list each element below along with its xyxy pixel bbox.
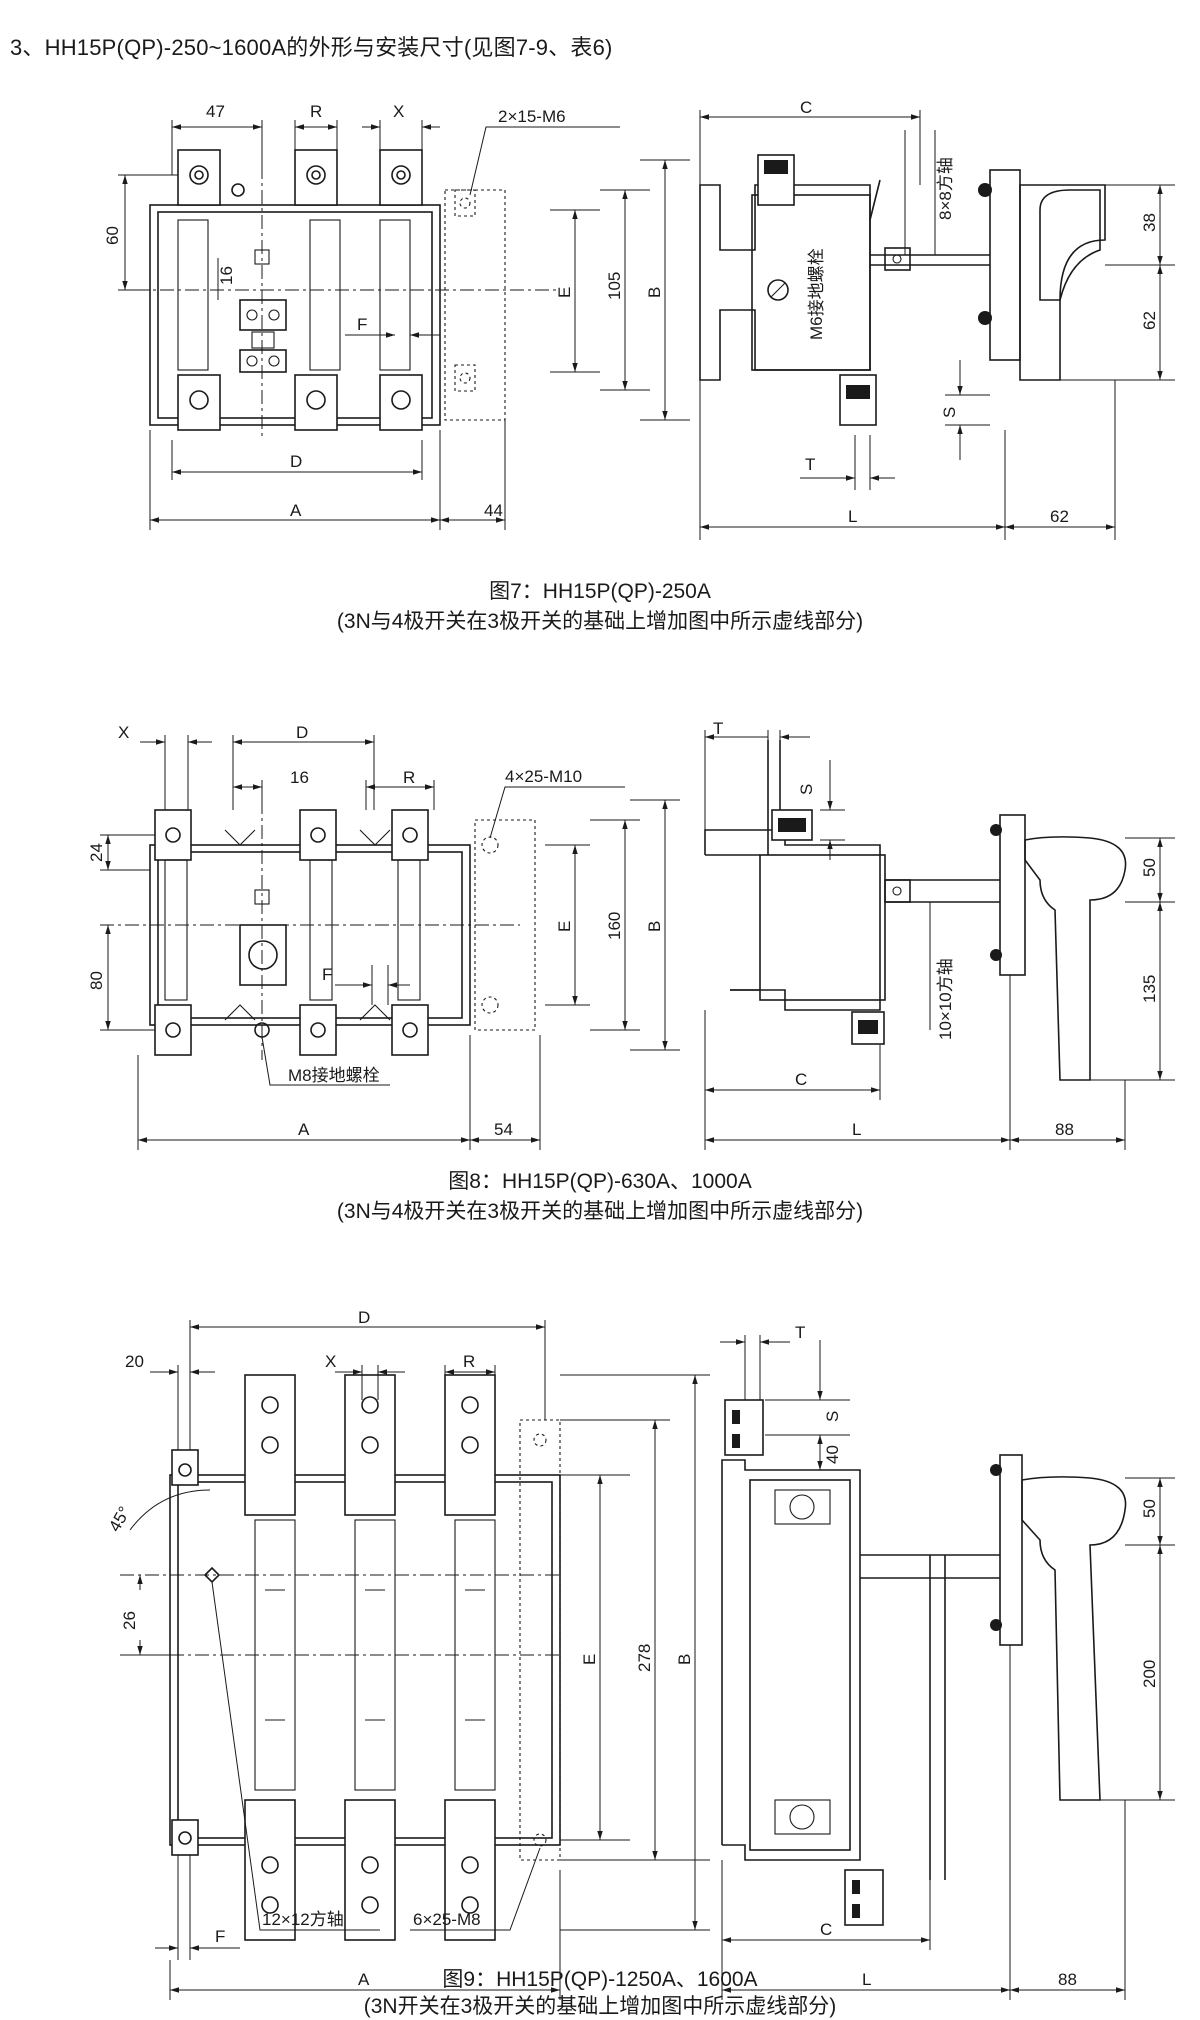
- dim-A: A: [298, 1120, 310, 1139]
- figure-7-note: (3N与4极开关在3极开关的基础上增加图中所示虚线部分): [337, 610, 863, 633]
- dim-F: F: [322, 965, 332, 984]
- dim-C: C: [820, 1920, 832, 1939]
- fig8-front-view: [100, 735, 680, 1150]
- dim-54: 54: [494, 1120, 513, 1139]
- dim-62: 62: [1140, 311, 1159, 330]
- dim-T: T: [805, 455, 815, 474]
- figure-7-caption: 图7：HH15P(QP)-250A: [489, 580, 711, 603]
- shaft-size: 10×10方轴: [936, 958, 955, 1040]
- ground-bolt: M6接地螺栓: [807, 248, 826, 340]
- dim-E: E: [555, 921, 574, 932]
- figure-8-caption: 图8：HH15P(QP)-630A、1000A: [448, 1170, 751, 1193]
- dim-50: 50: [1140, 1499, 1159, 1518]
- dim-C: C: [795, 1070, 807, 1089]
- dim-R: R: [310, 102, 322, 121]
- dim-26: 26: [120, 1611, 139, 1630]
- figure-8-note: (3N与4极开关在3极开关的基础上增加图中所示虚线部分): [337, 1200, 863, 1223]
- dim-20: 20: [125, 1352, 144, 1371]
- dim-50: 50: [1140, 858, 1159, 877]
- dim-D: D: [290, 452, 302, 471]
- fig9-front-view: [120, 1320, 710, 2000]
- fig7-front-labels: 47 R X 2×15-M6 60 16 E 105 B F D A 44: [103, 102, 664, 520]
- dim-A: A: [358, 1970, 370, 1989]
- fig9-front-labels: D 20 X R 45° E 278 B 26 F 12×12方轴 6×25-M…: [105, 1308, 694, 1989]
- dim-47: 47: [206, 102, 225, 121]
- figure-9-note: (3N开关在3极开关的基础上增加图中所示虚线部分): [363, 1995, 837, 2018]
- dim-60: 60: [103, 226, 122, 245]
- dim-L: L: [848, 507, 857, 526]
- dim-A: A: [290, 501, 302, 520]
- dim-S: S: [940, 407, 959, 418]
- dim-200: 200: [1140, 1660, 1159, 1688]
- dim-B: B: [645, 921, 664, 932]
- dim-R: R: [403, 768, 415, 787]
- dim-16: 16: [290, 768, 309, 787]
- fig8-front-labels: X D 16 R 4×25-M10 24 E 160 B 80 F M8接地螺栓…: [87, 723, 664, 1139]
- dim-T: T: [713, 719, 723, 738]
- dim-B: B: [675, 1654, 694, 1665]
- dim-B: B: [645, 287, 664, 298]
- dim-44: 44: [484, 501, 503, 520]
- dim-D: D: [358, 1308, 370, 1327]
- dim-D: D: [296, 723, 308, 742]
- dim-X: X: [325, 1352, 336, 1371]
- dim-88: 88: [1055, 1120, 1074, 1139]
- dim-160: 160: [605, 912, 624, 940]
- callout-holes: 6×25-M8: [413, 1910, 481, 1929]
- angle-45: 45°: [105, 1503, 134, 1535]
- dim-L: L: [862, 1970, 871, 1989]
- dim-E: E: [580, 1654, 599, 1665]
- figure-9-caption: 图9：HH15P(QP)-1250A、1600A: [442, 1968, 758, 1991]
- dim-38: 38: [1140, 213, 1159, 232]
- dim-278: 278: [635, 1644, 654, 1672]
- dim-L: L: [852, 1120, 861, 1139]
- dim-135: 135: [1140, 975, 1159, 1003]
- dim-E: E: [555, 287, 574, 298]
- figure-9-drawing: D 20 X R 45° E 278 B 26 F 12×12方轴 6×25-M…: [105, 1308, 1175, 2000]
- fig9-side-labels: T S 40 50 200 C L 88: [795, 1323, 1159, 1989]
- dim-62b: 62: [1050, 507, 1069, 526]
- callout-holes: 4×25-M10: [505, 767, 582, 786]
- dim-F: F: [357, 315, 367, 334]
- dim-T: T: [795, 1323, 805, 1342]
- dim-C: C: [800, 98, 812, 117]
- figure-7-drawing: 47 R X 2×15-M6 60 16 E 105 B F D A 44: [103, 98, 1175, 633]
- dim-88: 88: [1058, 1970, 1077, 1989]
- dim-105: 105: [605, 272, 624, 300]
- fig8-side-view: [704, 730, 1175, 1150]
- page-heading: 3、HH15P(QP)-250~1600A的外形与安装尺寸(见图7-9、表6): [10, 35, 613, 60]
- dim-X: X: [393, 102, 404, 121]
- fig7-side-view: [699, 110, 1175, 540]
- figure-9-caption-block: 图9：HH15P(QP)-1250A、1600A (3N开关在3极开关的基础上增…: [0, 1966, 1200, 2020]
- figure-8-drawing: X D 16 R 4×25-M10 24 E 160 B 80 F M8接地螺栓…: [87, 719, 1175, 1223]
- dim-40: 40: [823, 1445, 842, 1464]
- dim-X: X: [118, 723, 129, 742]
- dim-F: F: [215, 1927, 225, 1946]
- dim-R: R: [463, 1352, 475, 1371]
- dim-16: 16: [217, 266, 236, 285]
- dim-24: 24: [87, 843, 106, 862]
- fig9-side-view: [720, 1335, 1175, 2000]
- fig7-front-view: [118, 120, 690, 530]
- ground-bolt: M8接地螺栓: [288, 1066, 380, 1085]
- callout-holes: 2×15-M6: [498, 107, 566, 126]
- fig8-side-labels: T S 50 10×10方轴 135 C L 88: [713, 719, 1159, 1139]
- shaft-size: 8×8方轴: [936, 157, 955, 220]
- dim-S: S: [823, 1411, 842, 1422]
- fig7-side-labels: C 8×8方轴 M6接地螺栓 38 62 S T L 62: [800, 98, 1159, 526]
- dim-S: S: [797, 784, 816, 795]
- shaft-size: 12×12方轴: [262, 1910, 344, 1929]
- dim-80: 80: [87, 971, 106, 990]
